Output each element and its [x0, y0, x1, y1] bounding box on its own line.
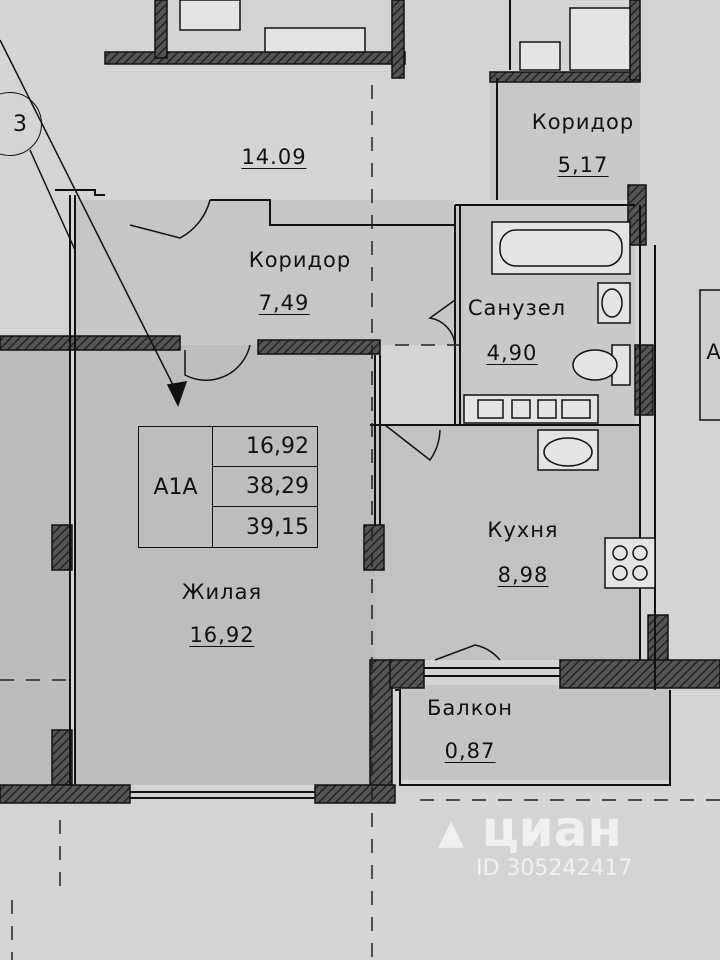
washing-counter: [463, 394, 599, 424]
stove: [604, 537, 656, 589]
spec-living-area: 16,92: [213, 427, 317, 467]
edge-label: А: [706, 340, 720, 364]
corridor-name: Коридор: [248, 248, 352, 272]
sink-bath: [597, 282, 631, 324]
door-swings: [129, 199, 501, 661]
bathroom-area: 4,90: [486, 341, 538, 366]
toilet: [572, 344, 631, 386]
watermark-listing-id: ID 305242417: [476, 856, 633, 881]
balcony-name: Балкон: [427, 696, 513, 720]
apartment-spec-table: А1А 16,92 38,29 39,15: [138, 426, 318, 548]
grid-lines: [0, 85, 720, 960]
spec-total-with-balcony: 39,15: [246, 514, 309, 540]
living-name: Жилая: [181, 580, 263, 604]
common-corridor-area: 14.09: [241, 145, 307, 170]
walls: [0, 0, 720, 804]
kitchen-name: Кухня: [487, 518, 559, 542]
apartment-code: А1А: [139, 427, 213, 547]
bathtub: [491, 221, 631, 275]
corridor-top-area: 5,17: [557, 153, 609, 178]
bathroom-name: Санузел: [467, 296, 567, 320]
corridor-top-name: Коридор: [531, 110, 635, 134]
edge-room: [699, 289, 720, 421]
kitchen-sink: [537, 429, 599, 471]
watermark-logo-icon: ▲: [438, 812, 465, 853]
watermark-brand: ▲ циан: [438, 800, 622, 858]
balcony-area: 0,87: [444, 739, 496, 764]
corridor-area: 7,49: [258, 291, 310, 316]
neighbour-fixtures: [179, 0, 631, 71]
kitchen-area: 8,98: [497, 563, 549, 588]
living-area: 16,92: [189, 623, 255, 648]
spec-total-area: 38,29: [213, 467, 317, 507]
